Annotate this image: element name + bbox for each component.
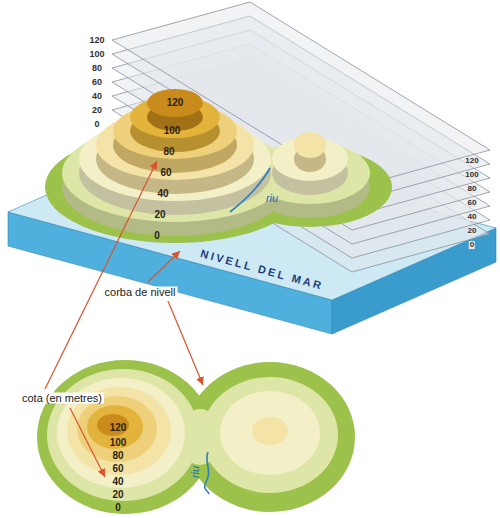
level-number: 80: [92, 64, 102, 73]
level-number: 60: [112, 464, 123, 474]
river-line: [205, 452, 209, 494]
terrace-top: [147, 89, 203, 117]
level-number: 40: [92, 92, 102, 101]
contour-band: [97, 414, 129, 436]
leader-line: [45, 161, 157, 389]
level-number: 80: [112, 451, 123, 461]
sea-level-label: NIVELL DEL MAR: [199, 248, 324, 292]
leader-line: [148, 251, 180, 282]
level-number: 60: [92, 78, 102, 87]
level-number: 100: [110, 438, 127, 448]
level-number: 40: [157, 189, 168, 199]
height-plane: [112, 2, 490, 188]
level-number: 20: [92, 106, 102, 115]
level-number: 100: [464, 171, 479, 179]
leader-lines: [45, 161, 203, 477]
leader-line: [168, 301, 203, 385]
level-number: 0: [469, 241, 475, 249]
contour-band: [252, 417, 288, 445]
contour-band: [87, 405, 143, 449]
contour-band: [220, 391, 320, 475]
level-number: 120: [464, 157, 479, 165]
level-number: 60: [467, 199, 478, 207]
contour-band: [47, 369, 199, 501]
leader-line: [70, 408, 105, 477]
level-number: 80: [467, 185, 478, 193]
callout-label: cota (en metres): [20, 393, 104, 404]
level-number: 100: [164, 126, 181, 136]
river-label: riu: [190, 466, 201, 478]
level-number: 100: [89, 50, 104, 59]
contour-band: [202, 377, 338, 493]
callout-label: corba de nivell: [103, 287, 178, 298]
level-number: 60: [160, 168, 171, 178]
relief-3d: [45, 89, 392, 243]
level-number: 80: [163, 147, 174, 157]
level-number: 0: [115, 503, 121, 513]
level-number: 20: [154, 210, 165, 220]
level-number: 120: [167, 98, 184, 108]
level-number: 40: [112, 477, 123, 487]
level-number: 20: [112, 490, 123, 500]
level-number: 0: [154, 231, 160, 241]
level-number: 0: [94, 120, 99, 129]
level-number: 20: [467, 227, 478, 235]
level-number: 40: [467, 213, 478, 221]
river-line: [230, 168, 270, 212]
contour-band: [77, 396, 157, 462]
level-number: 120: [89, 36, 104, 45]
contour-map: [37, 360, 355, 514]
level-number: 120: [110, 423, 127, 433]
river-label: riu: [266, 193, 278, 204]
terrace-top: [294, 132, 326, 158]
